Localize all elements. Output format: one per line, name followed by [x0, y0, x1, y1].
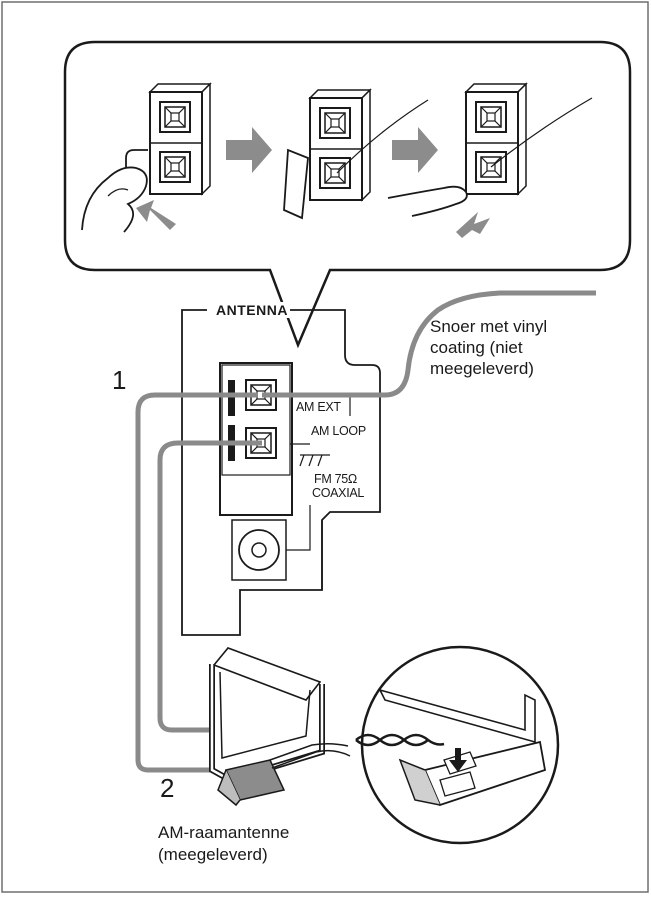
am-loop-antenna-label: AM-raamantenne (meegeleverd): [158, 822, 289, 866]
antenna-terminal-block: [219, 362, 351, 581]
zoom-detail-circle: [355, 645, 560, 845]
step-1-marker: 1: [112, 365, 127, 395]
antenna-label: ANTENNA: [214, 302, 290, 318]
step-2-marker: 2: [160, 773, 175, 803]
am-loop-label: AM LOOP: [311, 424, 366, 438]
am-loop-antenna-label-line: AM-raamantenne: [158, 823, 290, 842]
am-loop-wire: [157, 440, 262, 733]
am-loop-antenna-icon: [209, 647, 351, 807]
step-release-lever-panel: [387, 82, 593, 238]
step-press-lever-panel: [81, 82, 212, 233]
vinyl-cord-label: Snoer met vinyl coating (niet meegelever…: [430, 316, 630, 379]
coaxial-label: COAXIAL: [312, 486, 365, 500]
am-ext-label: AM EXT: [296, 400, 341, 414]
vinyl-cord-label-line: coating (niet: [430, 338, 523, 357]
step-insert-wire-panel: [283, 88, 429, 220]
am-loop-antenna-label-line: (meegeleverd): [158, 845, 268, 864]
arrow-icon: [226, 127, 272, 173]
vinyl-wire: [135, 392, 258, 773]
vinyl-cord-label-line: meegeleverd): [430, 359, 534, 378]
vinyl-wire-upper: [262, 290, 596, 398]
arrow-icon: [392, 127, 438, 173]
fm-75-ohm-label: FM 75Ω: [314, 472, 357, 486]
vinyl-cord-label-line: Snoer met vinyl: [430, 317, 548, 336]
